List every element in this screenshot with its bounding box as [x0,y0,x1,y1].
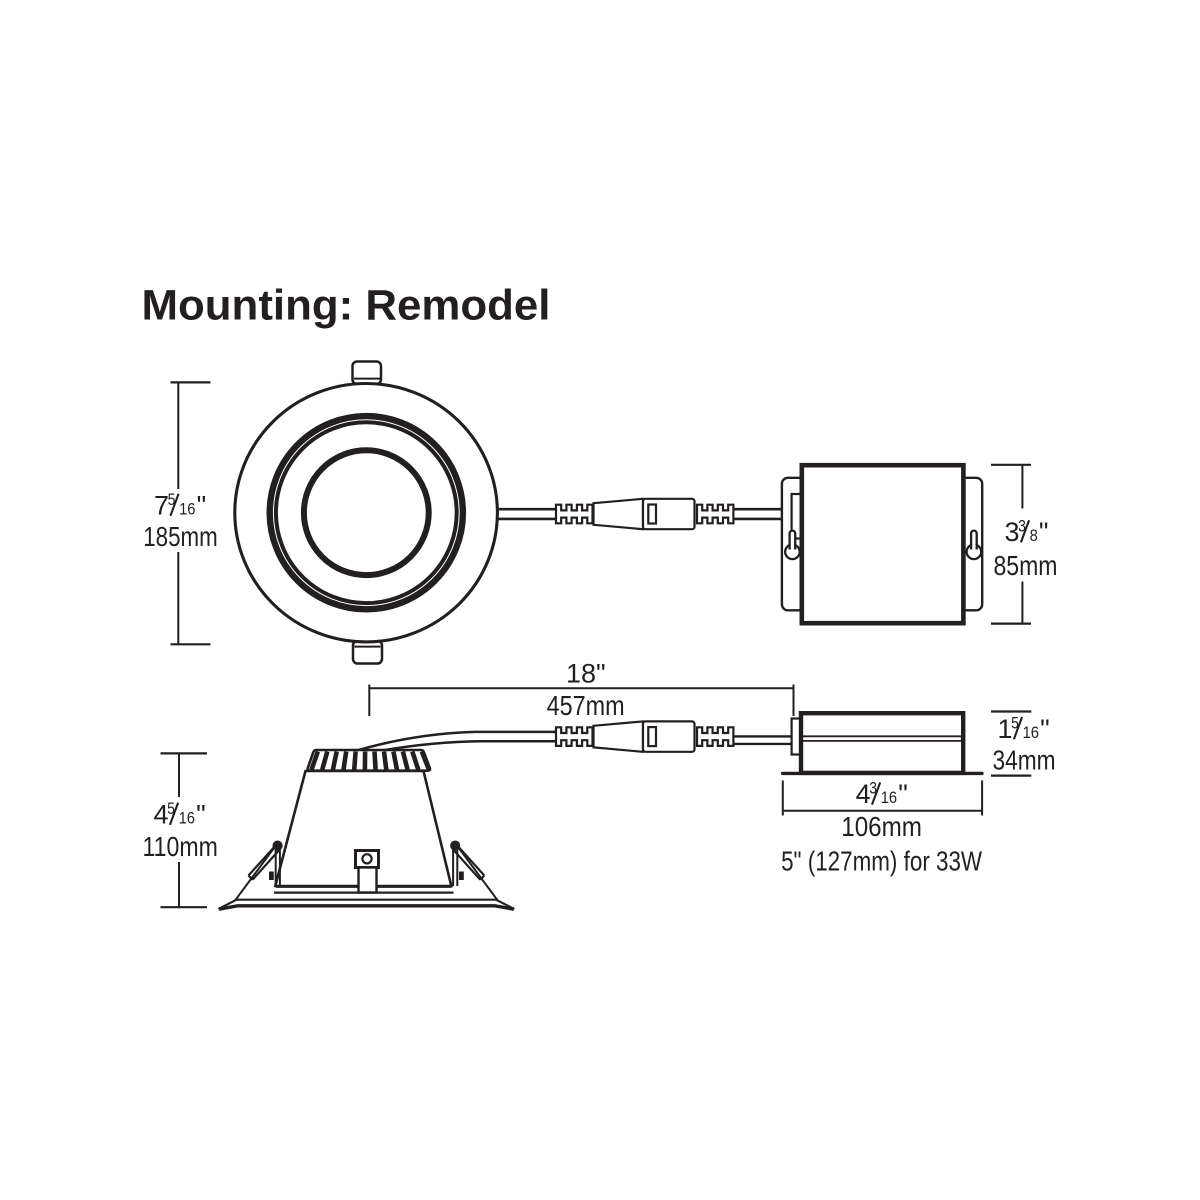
svg-text:": " [1040,714,1050,744]
svg-text:34mm: 34mm [993,745,1056,776]
svg-text:110mm: 110mm [143,831,218,862]
svg-text:5: 5 [168,491,176,509]
svg-text:1: 1 [998,714,1013,744]
svg-text:8: 8 [1030,527,1038,545]
svg-text:": " [197,491,207,521]
svg-text:185mm: 185mm [143,521,218,552]
svg-text:5: 5 [167,800,175,818]
svg-text:": " [898,779,908,809]
svg-text:457mm: 457mm [547,690,625,721]
svg-text:85mm: 85mm [994,550,1058,581]
svg-text:4: 4 [154,800,169,830]
svg-text:3: 3 [1005,517,1020,547]
svg-text:16: 16 [179,501,195,519]
svg-text:": " [1039,517,1049,547]
svg-text:16: 16 [881,789,897,807]
svg-text:16: 16 [1023,724,1039,742]
svg-text:5" (127mm) for 33W: 5" (127mm) for 33W [781,846,982,877]
svg-text:18": 18" [566,659,606,689]
svg-text:16: 16 [179,810,195,828]
svg-text:3: 3 [1018,518,1026,536]
svg-text:": " [196,800,206,830]
svg-text:4: 4 [856,779,871,809]
svg-text:Mounting: Remodel: Mounting: Remodel [142,283,551,330]
svg-text:106mm: 106mm [841,811,922,842]
svg-text:7: 7 [154,491,169,521]
svg-text:3: 3 [869,780,877,798]
svg-text:5: 5 [1011,714,1019,732]
